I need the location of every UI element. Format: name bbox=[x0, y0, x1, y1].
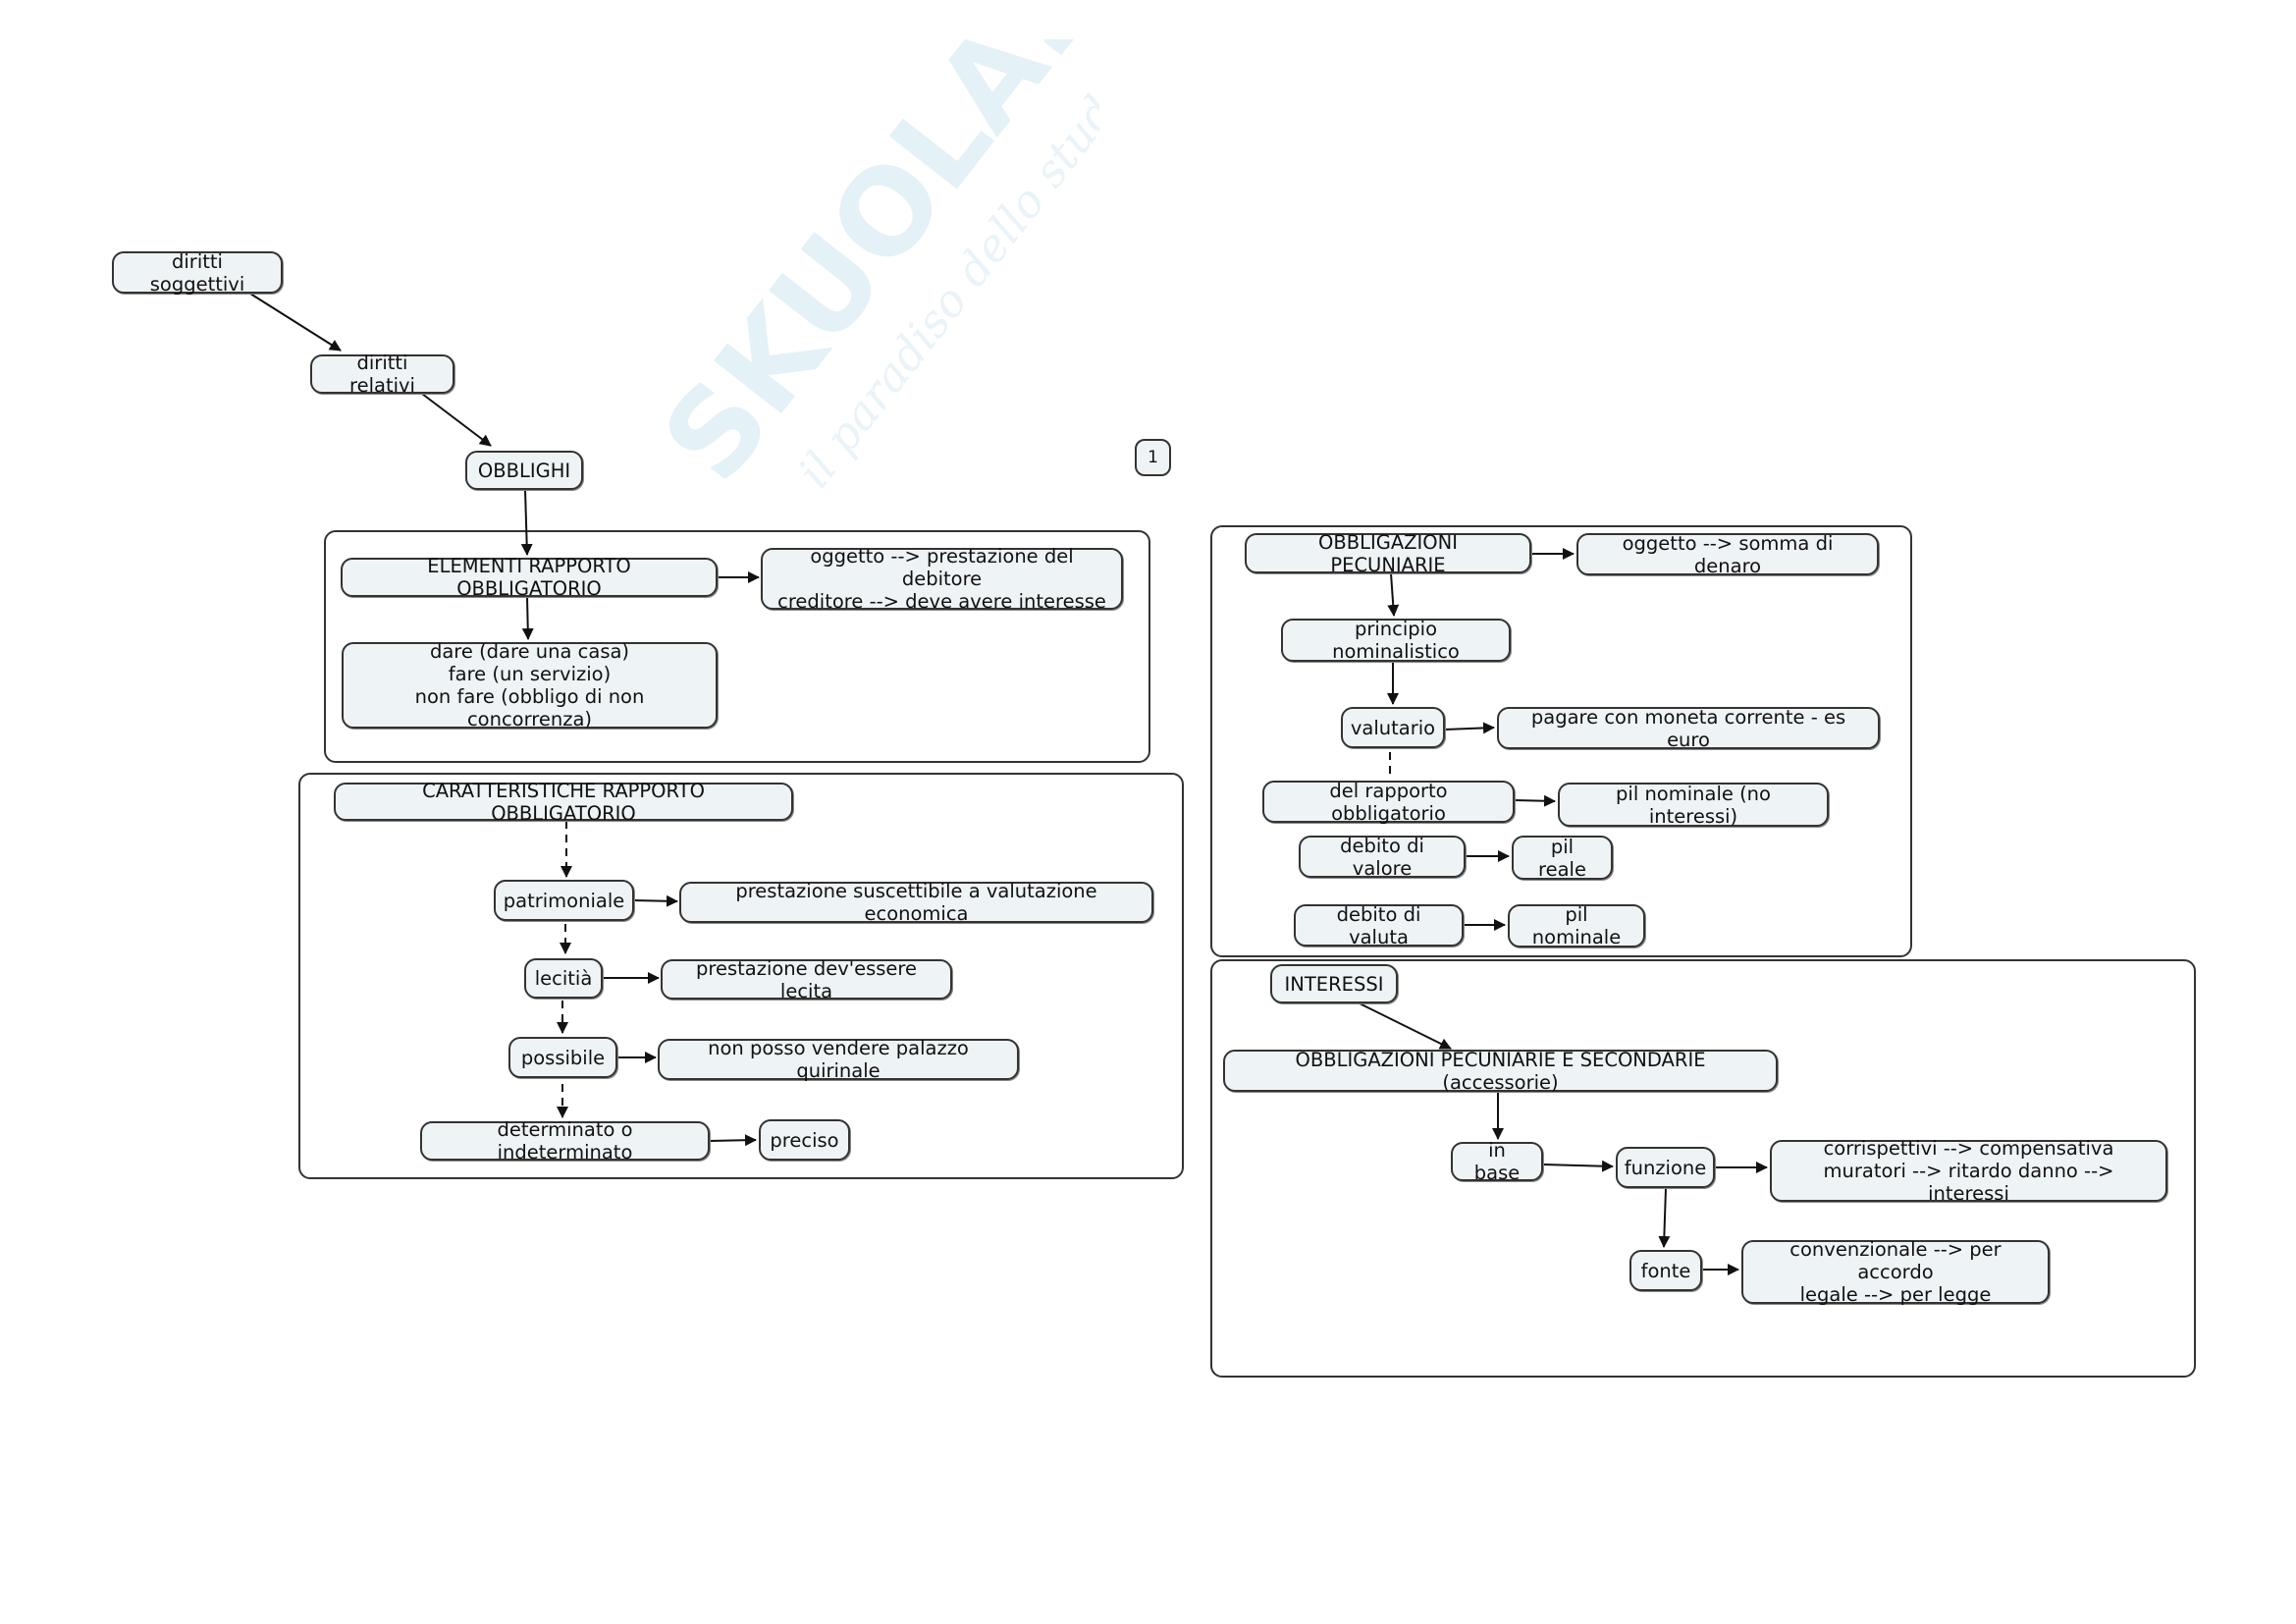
group-elementi bbox=[324, 530, 1150, 763]
node-debito-valuta[interactable]: debito di valuta bbox=[1294, 903, 1464, 948]
node-possibile-desc[interactable]: non posso vendere palazzo quirinale bbox=[658, 1037, 1019, 1082]
node-oggetto-creditore[interactable]: oggetto --> prestazione del debitore cre… bbox=[761, 545, 1123, 613]
node-patrimoniale[interactable]: patrimoniale bbox=[494, 880, 634, 921]
edge-valutario-desc bbox=[1444, 722, 1495, 734]
node-obbligazioni-pecuniarie[interactable]: OBBLIGAZIONI PECUNIARIE bbox=[1245, 531, 1531, 576]
node-liceita[interactable]: lecitià bbox=[524, 958, 603, 999]
node-funzione[interactable]: funzione bbox=[1616, 1147, 1715, 1188]
group-obbligazioni-pecuniarie bbox=[1210, 525, 1912, 957]
node-interessi[interactable]: INTERESSI bbox=[1270, 964, 1398, 1003]
node-fonte[interactable]: fonte bbox=[1629, 1250, 1702, 1291]
node-pil-reale[interactable]: pil reale bbox=[1512, 836, 1613, 881]
node-obbligazioni-pecuniarie-secondarie[interactable]: OBBLIGAZIONI PECUNIARIE E SECONDARIE (ac… bbox=[1223, 1049, 1778, 1094]
node-dare-fare[interactable]: dare (dare una casa) fare (un servizio) … bbox=[342, 640, 718, 731]
node-funzione-desc[interactable]: corrispettivi --> compensativa muratori … bbox=[1770, 1137, 2167, 1205]
edge-determinato-preciso bbox=[709, 1134, 757, 1147]
edge-funzione-fonte bbox=[1658, 1187, 1671, 1248]
node-determinato[interactable]: determinato o indeterminato bbox=[420, 1118, 710, 1164]
edge-inbase-funzione bbox=[1542, 1160, 1614, 1172]
edge-obblighi-elementi bbox=[520, 489, 533, 556]
node-preciso[interactable]: preciso bbox=[759, 1119, 850, 1161]
node-pil-nominale-no-interessi[interactable]: pil nominale (no interessi) bbox=[1558, 783, 1829, 828]
node-valutario[interactable]: valutario bbox=[1341, 707, 1445, 748]
node-patrimoniale-desc[interactable]: prestazione suscettibile a valutazione e… bbox=[679, 880, 1153, 925]
group-interessi bbox=[1210, 959, 2196, 1378]
node-diritti-relativi[interactable]: diritti relativi bbox=[310, 352, 454, 397]
node-liceita-desc[interactable]: prestazione dev'essere lecita bbox=[661, 957, 952, 1002]
node-possibile[interactable]: possibile bbox=[508, 1037, 617, 1078]
node-diritti-soggettivi[interactable]: diritti soggettivi bbox=[112, 250, 283, 296]
edge-rapporto-pil bbox=[1514, 794, 1556, 807]
edge-elementi-dare bbox=[521, 596, 534, 640]
node-fonte-desc[interactable]: convenzionale --> per accordo legale -->… bbox=[1741, 1238, 2050, 1306]
edge-soggettivi-relativi bbox=[249, 293, 342, 352]
node-debito-valore[interactable]: debito di valore bbox=[1299, 835, 1466, 880]
node-oggetto-somma[interactable]: oggetto --> somma di denaro bbox=[1576, 532, 1879, 577]
node-pil-nominale[interactable]: pil nominale bbox=[1508, 903, 1645, 948]
node-del-rapporto[interactable]: del rapporto obbligatorio bbox=[1262, 780, 1515, 825]
edge-interessi-obblsec bbox=[1359, 1002, 1452, 1050]
node-elementi-rapporto[interactable]: ELEMENTI RAPPORTO OBBLIGATORIO bbox=[341, 555, 718, 600]
edge-pecuniarie-principio bbox=[1387, 572, 1400, 617]
node-in-base[interactable]: in base bbox=[1451, 1139, 1543, 1184]
page-number-badge: 1 bbox=[1135, 439, 1171, 476]
group-caratteristiche bbox=[298, 773, 1184, 1179]
node-principio-nominalistico[interactable]: principio nominalistico bbox=[1281, 618, 1511, 663]
edge-patrimoniale-desc bbox=[633, 894, 678, 907]
edge-relativi-obblighi bbox=[421, 393, 492, 447]
node-valutario-desc[interactable]: pagare con moneta corrente - es euro bbox=[1497, 706, 1880, 751]
node-obblighi[interactable]: OBBLIGHI bbox=[465, 451, 583, 490]
node-caratteristiche-rapporto[interactable]: CARATTERISTICHE RAPPORTO OBBLIGATORIO bbox=[334, 780, 793, 825]
